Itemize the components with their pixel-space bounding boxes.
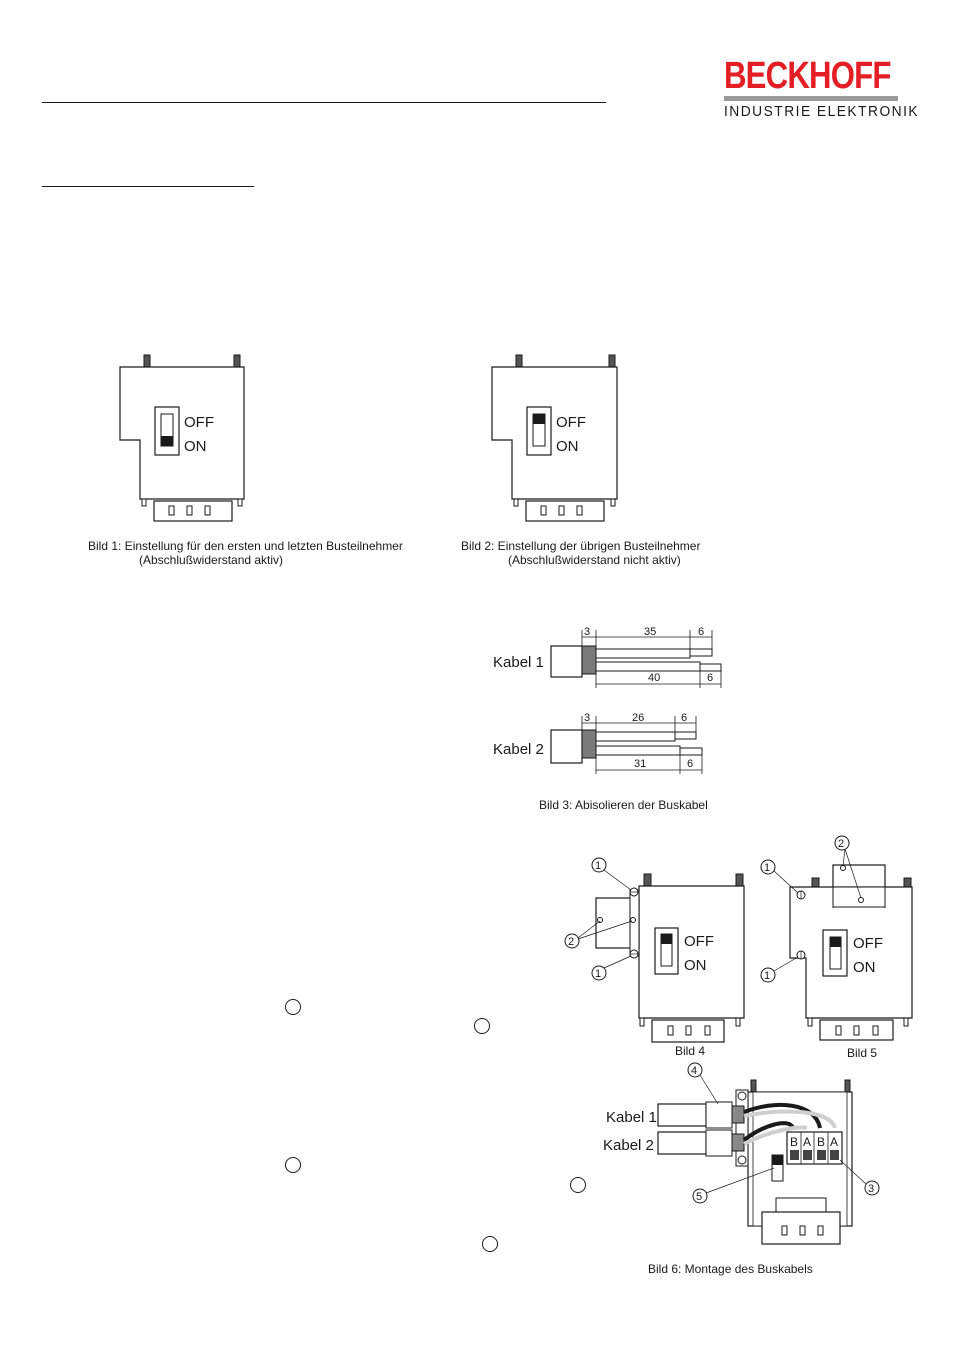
reference-circle [482, 1236, 498, 1252]
bild4-off-label: OFF [684, 933, 714, 950]
logo-divider-bar [724, 96, 898, 101]
reference-circle [474, 1018, 490, 1034]
bild4-on-label: ON [684, 957, 707, 974]
bild6-terminal-b1: B [790, 1135, 798, 1149]
bild2-off-label: OFF [556, 414, 586, 431]
bild5-callout-1-top: 1 [764, 862, 770, 874]
reference-circle [570, 1177, 586, 1193]
bild1-caption: Bild 1: Einstellung für den ersten und l… [88, 539, 403, 553]
bild3-kabel1-upper-length: 35 [644, 626, 656, 638]
bild3-kabel1-upper-end: 6 [698, 626, 704, 638]
bild1-off-label: OFF [184, 414, 214, 431]
bild5-connector-drawing: OFF ON 2 1 1 [760, 835, 913, 1041]
logo-tagline: INDUSTRIE ELEKTRONIK [724, 103, 920, 120]
bild4-connector-drawing: OFF ON 1 2 1 [564, 857, 745, 1043]
bild6-callout-5: 5 [696, 1191, 702, 1203]
bild2-connector-drawing: OFF ON [491, 354, 618, 522]
bild3-kabel2-lower-length: 31 [634, 758, 646, 770]
bild6-terminal-a1: A [803, 1135, 811, 1149]
bild3-kabel1-label: Kabel 1 [493, 654, 544, 671]
bild5-off-label: OFF [853, 935, 883, 952]
bild3-cable-stripping-drawing: Kabel 1 3 35 6 40 6 Kabel 2 3 26 6 31 6 [493, 626, 722, 774]
bild6-terminal-a2: A [830, 1135, 838, 1149]
bild6-kabel1-label: Kabel 1 [606, 1109, 657, 1126]
bild4-caption: Bild 4 [675, 1044, 706, 1058]
bild1-caption-note: (Abschlußwiderstand aktiv) [139, 553, 284, 567]
header-rule [42, 102, 606, 103]
bild4-callout-1-top: 1 [595, 860, 601, 872]
bild3-kabel1-shield: 3 [584, 626, 590, 638]
bild2-caption-note: (Abschlußwiderstand nicht aktiv) [508, 553, 681, 567]
bild6-callout-3: 3 [868, 1183, 874, 1195]
bild6-callout-4: 4 [691, 1065, 697, 1077]
beckhoff-logo: BECKHOFF [724, 55, 891, 97]
bild3-kabel1-lower-length: 40 [648, 672, 660, 684]
bild2-caption: Bild 2: Einstellung der übrigen Busteiln… [461, 539, 701, 553]
bild5-on-label: ON [853, 959, 876, 976]
bild3-kabel2-upper-end: 6 [681, 712, 687, 724]
section-rule [42, 186, 254, 187]
bild3-kabel1-lower-end: 6 [707, 672, 713, 684]
bild3-kabel2-lower-end: 6 [687, 758, 693, 770]
bild3-caption: Bild 3: Abisolieren der Buskabel [539, 798, 708, 812]
bild3-kabel2-label: Kabel 2 [493, 741, 544, 758]
bild6-terminal-b2: B [817, 1135, 825, 1149]
bild1-connector-drawing: OFF ON [119, 354, 245, 522]
bild2-on-label: ON [556, 438, 579, 455]
bild3-kabel2-upper-length: 26 [632, 712, 644, 724]
bild4-callout-2: 2 [568, 936, 574, 948]
bild3-kabel2-shield: 3 [584, 712, 590, 724]
reference-circle [285, 999, 301, 1015]
bild5-caption: Bild 5 [847, 1046, 878, 1060]
bild1-on-label: ON [184, 438, 207, 455]
reference-circle [285, 1157, 301, 1173]
bild6-caption: Bild 6: Montage des Buskabels [648, 1262, 813, 1276]
bild4-callout-1-bottom: 1 [595, 968, 601, 980]
bild6-cable-mounting-drawing: B A B A Kabel 1 Kabel 2 4 5 3 [603, 1062, 880, 1245]
bild6-kabel2-label: Kabel 2 [603, 1137, 654, 1154]
bild5-callout-1-bottom: 1 [764, 970, 770, 982]
bild5-callout-2: 2 [838, 838, 844, 850]
